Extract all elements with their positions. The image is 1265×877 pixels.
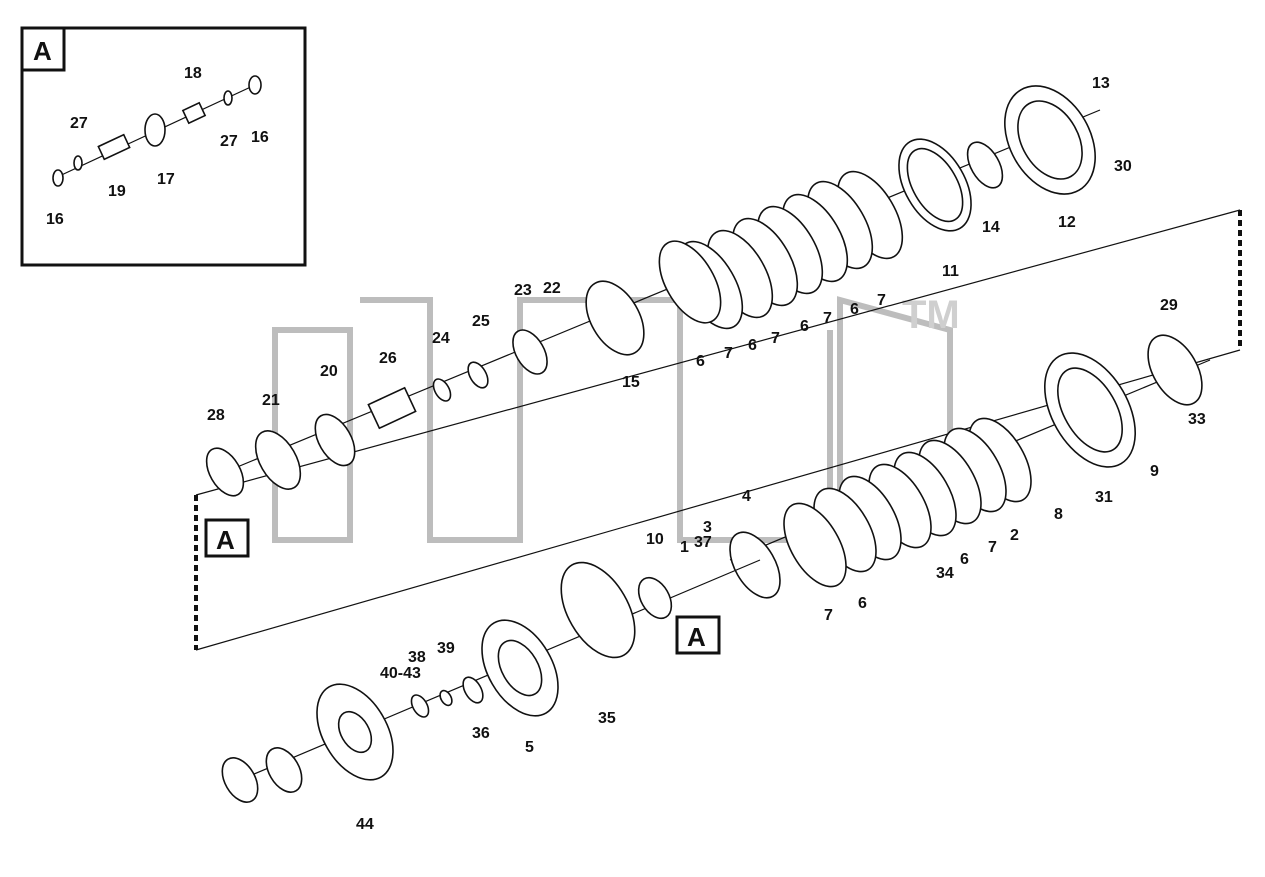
label: 12	[1058, 214, 1076, 231]
detail-labels: 18 27 27 16 16 19 17	[46, 65, 269, 228]
main-labels: 13 30 12 14 11 29 33 9 31 8 23 22 25 24 …	[207, 75, 1206, 833]
label: 10	[646, 531, 664, 548]
callout-a-left: A	[204, 518, 250, 558]
label: 7	[823, 310, 832, 327]
label: 6	[850, 301, 859, 318]
label: 7	[724, 345, 733, 362]
label: 24	[432, 330, 450, 347]
label: 19	[108, 183, 126, 200]
label: 7	[877, 292, 886, 309]
label: 39	[437, 640, 455, 657]
label: 7	[988, 539, 997, 556]
label: 18	[184, 65, 202, 82]
label: 4	[742, 488, 751, 505]
label: 8	[1054, 506, 1063, 523]
label: 6	[800, 318, 809, 335]
label: 26	[379, 350, 397, 367]
label: 20	[320, 363, 338, 380]
label: 36	[472, 725, 490, 742]
label: 31	[1095, 489, 1113, 506]
label: 38	[408, 649, 426, 666]
label: 7	[771, 330, 780, 347]
label: 17	[157, 171, 175, 188]
label: 23	[514, 282, 532, 299]
label: 6	[748, 337, 757, 354]
label: 35	[598, 710, 616, 727]
label: 27	[70, 115, 88, 132]
label: 2	[1010, 527, 1019, 544]
label: 13	[1092, 75, 1110, 92]
label: 3	[703, 519, 712, 536]
middle-assembly	[729, 334, 1211, 599]
label: 30	[1114, 158, 1132, 175]
label: 7	[824, 607, 833, 624]
trademark-mark: TM	[902, 293, 960, 337]
label: 16	[251, 129, 269, 146]
label: 22	[543, 280, 561, 297]
label: 40-43	[380, 665, 421, 682]
upper-assembly	[205, 85, 1101, 497]
label: 25	[472, 313, 490, 330]
watermark: TM	[272, 293, 960, 543]
label: 44	[356, 816, 374, 833]
label: 1	[680, 539, 689, 556]
label: 37	[694, 534, 712, 551]
label: 15	[622, 374, 640, 391]
label: 33	[1188, 411, 1206, 428]
label: 34	[936, 565, 954, 582]
label: 16	[46, 211, 64, 228]
label: 6	[960, 551, 969, 568]
callout-a-right: A	[675, 615, 721, 655]
label: 21	[262, 392, 280, 409]
label: 11	[942, 263, 959, 280]
label: 29	[1160, 297, 1178, 314]
detail-box-label: A	[33, 36, 52, 66]
label: 5	[525, 739, 534, 756]
label: 14	[982, 219, 1000, 236]
label: 6	[696, 353, 705, 370]
lower-assembly	[221, 559, 761, 803]
svg-text:A: A	[216, 525, 235, 555]
svg-text:A: A	[687, 622, 706, 652]
label: 6	[858, 595, 867, 612]
label: 28	[207, 407, 225, 424]
label: 9	[1150, 463, 1159, 480]
label: 27	[220, 133, 238, 150]
detail-box: A	[20, 26, 307, 267]
